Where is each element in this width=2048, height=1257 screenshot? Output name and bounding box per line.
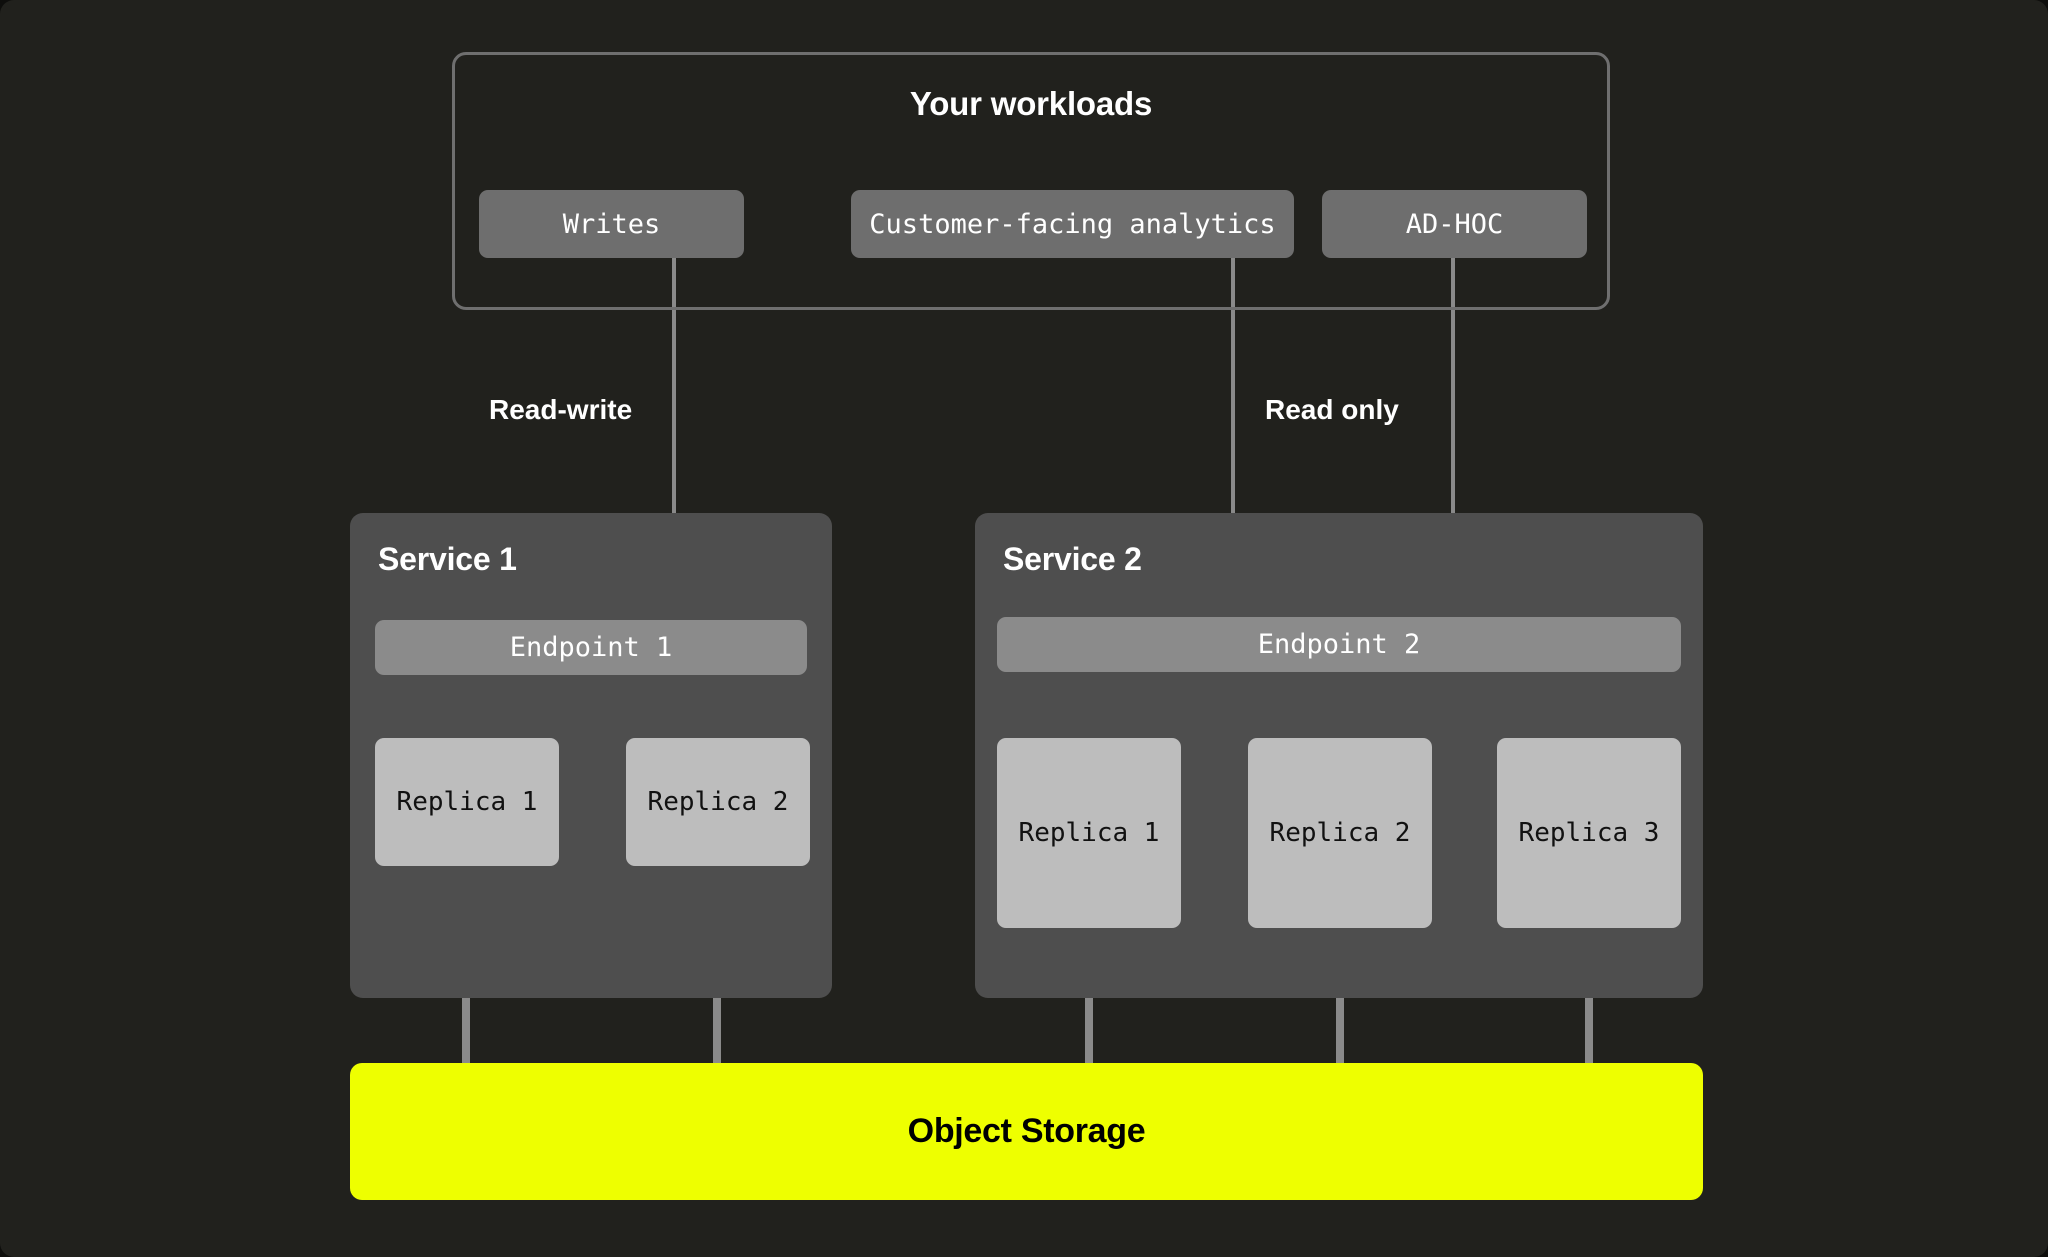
service-2-replica-3[interactable]: Replica 3: [1497, 738, 1681, 928]
service-1-title: Service 1: [378, 541, 517, 577]
service-1-endpoint[interactable]: Endpoint 1: [375, 620, 807, 675]
service-1-replica-2-label: Replica 2: [647, 787, 789, 817]
service-1-replica-1[interactable]: Replica 1: [375, 738, 559, 866]
service-1-replica-2[interactable]: Replica 2: [626, 738, 810, 866]
connector-label-read-write: Read-write: [489, 394, 633, 425]
object-storage-label: Object Storage: [907, 1112, 1146, 1150]
service-2-replica-1-label: Replica 1: [1018, 818, 1160, 848]
workloads-panel: Your workloads: [452, 52, 1610, 310]
workload-ad-hoc[interactable]: AD-HOC: [1322, 190, 1587, 258]
service-2-replica-2[interactable]: Replica 2: [1248, 738, 1432, 928]
service-1-replica-1-label: Replica 1: [396, 787, 538, 817]
workloads-title: Your workloads: [909, 85, 1153, 122]
service-2-title: Service 2: [1003, 541, 1142, 577]
service-2-replica-2-label: Replica 2: [1269, 818, 1411, 848]
service-1-endpoint-label: Endpoint 1: [509, 632, 673, 663]
service-2-replica-3-label: Replica 3: [1518, 818, 1660, 848]
service-2-endpoint-label: Endpoint 2: [1257, 629, 1421, 660]
workload-adhoc-label: AD-HOC: [1405, 208, 1504, 240]
service-2-endpoint[interactable]: Endpoint 2: [997, 617, 1681, 672]
object-storage-bar[interactable]: Object Storage: [350, 1063, 1703, 1200]
workload-writes[interactable]: Writes: [479, 190, 744, 258]
workload-customer-facing-analytics[interactable]: Customer-facing analytics: [851, 190, 1294, 258]
workload-writes-label: Writes: [562, 208, 661, 240]
workload-analytics-label: Customer-facing analytics: [869, 208, 1276, 240]
connector-label-read-only: Read only: [1265, 394, 1399, 425]
service-2-replica-1[interactable]: Replica 1: [997, 738, 1181, 928]
